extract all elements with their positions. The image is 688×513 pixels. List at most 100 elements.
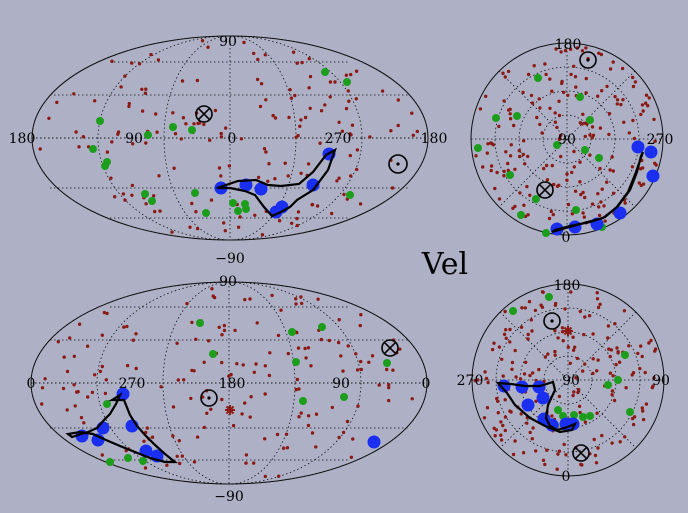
red-point	[181, 116, 186, 120]
top-left-map-circle-cross-icon	[195, 105, 213, 123]
red-point	[583, 420, 588, 424]
red-point	[622, 309, 627, 313]
red-point	[306, 162, 311, 166]
red-point	[574, 376, 578, 380]
red-point	[638, 366, 642, 371]
red-point	[504, 150, 508, 154]
bottom-left-map-label-bottom: −90	[214, 489, 244, 505]
red-point	[157, 174, 161, 178]
red-point	[102, 310, 107, 315]
red-point	[502, 99, 506, 103]
red-point	[205, 411, 209, 415]
red-point	[195, 226, 200, 231]
green-point	[321, 68, 329, 76]
green-point	[581, 146, 589, 154]
red-point	[73, 404, 77, 408]
red-point	[194, 210, 198, 214]
bottom-right-polar-label-top: 180	[554, 278, 581, 294]
red-point	[286, 351, 290, 356]
red-point	[596, 192, 600, 196]
red-point	[520, 306, 524, 310]
red-point	[333, 80, 337, 84]
red-point	[182, 378, 186, 382]
red-point	[127, 101, 131, 106]
red-point	[496, 399, 500, 403]
red-point	[533, 308, 538, 313]
red-point	[137, 62, 142, 66]
bottom-right-polar-border	[471, 283, 665, 477]
red-point	[485, 406, 490, 410]
red-point	[562, 90, 566, 95]
green-point	[124, 454, 132, 462]
top-left-map-contour	[216, 147, 337, 218]
red-point	[130, 61, 134, 65]
red-point	[263, 392, 267, 396]
red-point	[222, 323, 227, 328]
red-point	[335, 179, 339, 183]
red-point	[608, 354, 612, 359]
red-point	[209, 198, 214, 202]
red-point	[600, 89, 604, 93]
red-point	[307, 86, 311, 90]
red-point	[125, 363, 130, 368]
red-point	[591, 357, 595, 361]
red-point	[627, 344, 631, 348]
red-point	[355, 368, 360, 372]
red-point	[580, 122, 584, 126]
red-point	[316, 297, 320, 301]
top-left-map-label-lon-1: 90	[125, 131, 143, 147]
red-point	[244, 461, 248, 465]
red-point	[396, 123, 400, 128]
red-point	[578, 410, 582, 415]
green-point	[532, 195, 540, 203]
red-point	[630, 373, 634, 377]
red-point	[264, 98, 268, 102]
red-point	[614, 362, 618, 367]
green-point	[509, 307, 517, 315]
red-point	[104, 378, 109, 382]
blue-point	[306, 178, 320, 192]
red-point	[600, 187, 604, 191]
red-point	[173, 132, 178, 136]
red-point	[522, 139, 526, 143]
red-point	[68, 336, 72, 340]
red-point	[283, 161, 287, 165]
green-point	[506, 171, 514, 179]
red-point	[603, 219, 607, 223]
red-point	[256, 175, 261, 180]
red-point	[190, 201, 194, 206]
red-point	[171, 434, 175, 438]
green-point	[96, 117, 104, 125]
top-left-map-label-lon-2: 0	[228, 131, 237, 147]
red-point	[552, 182, 556, 187]
red-point	[640, 103, 645, 107]
red-point	[610, 389, 615, 393]
red-point	[310, 431, 315, 435]
red-point	[243, 297, 247, 302]
red-point	[354, 97, 358, 101]
red-point	[627, 131, 631, 135]
red-point	[175, 454, 179, 458]
red-point	[306, 346, 311, 350]
red-point	[346, 344, 350, 348]
red-point	[309, 364, 313, 368]
red-point	[209, 407, 213, 411]
red-point	[349, 174, 353, 178]
red-point	[385, 367, 389, 372]
red-point	[345, 419, 350, 424]
red-point	[561, 339, 565, 343]
green-point	[586, 116, 594, 124]
red-point	[159, 385, 163, 389]
red-point	[569, 72, 573, 77]
green-point	[318, 323, 326, 331]
red-point	[509, 143, 513, 147]
green-point	[234, 207, 242, 215]
red-point	[330, 211, 334, 216]
bottom-left-map-label-top: 90	[219, 274, 237, 290]
bottom-right-polar-points	[473, 290, 658, 471]
top-right-polar-label-center: 90	[558, 132, 576, 148]
red-point	[223, 229, 227, 233]
red-point	[647, 341, 651, 345]
red-point	[485, 151, 489, 155]
red-point	[599, 52, 604, 57]
